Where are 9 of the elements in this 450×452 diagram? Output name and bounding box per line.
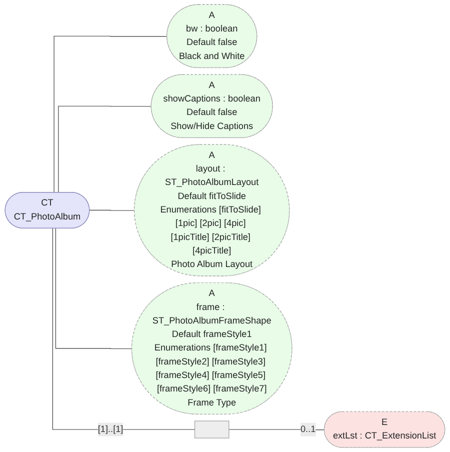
edge-label: 0..1	[300, 424, 316, 434]
edge-label: [1]..[1]	[98, 424, 124, 434]
connector	[55, 228, 132, 350]
connector	[228, 429, 325, 430]
connector	[52, 228, 196, 430]
connector	[58, 106, 152, 193]
node-box	[194, 420, 230, 438]
connector	[89, 210, 135, 211]
connector	[54, 36, 168, 193]
